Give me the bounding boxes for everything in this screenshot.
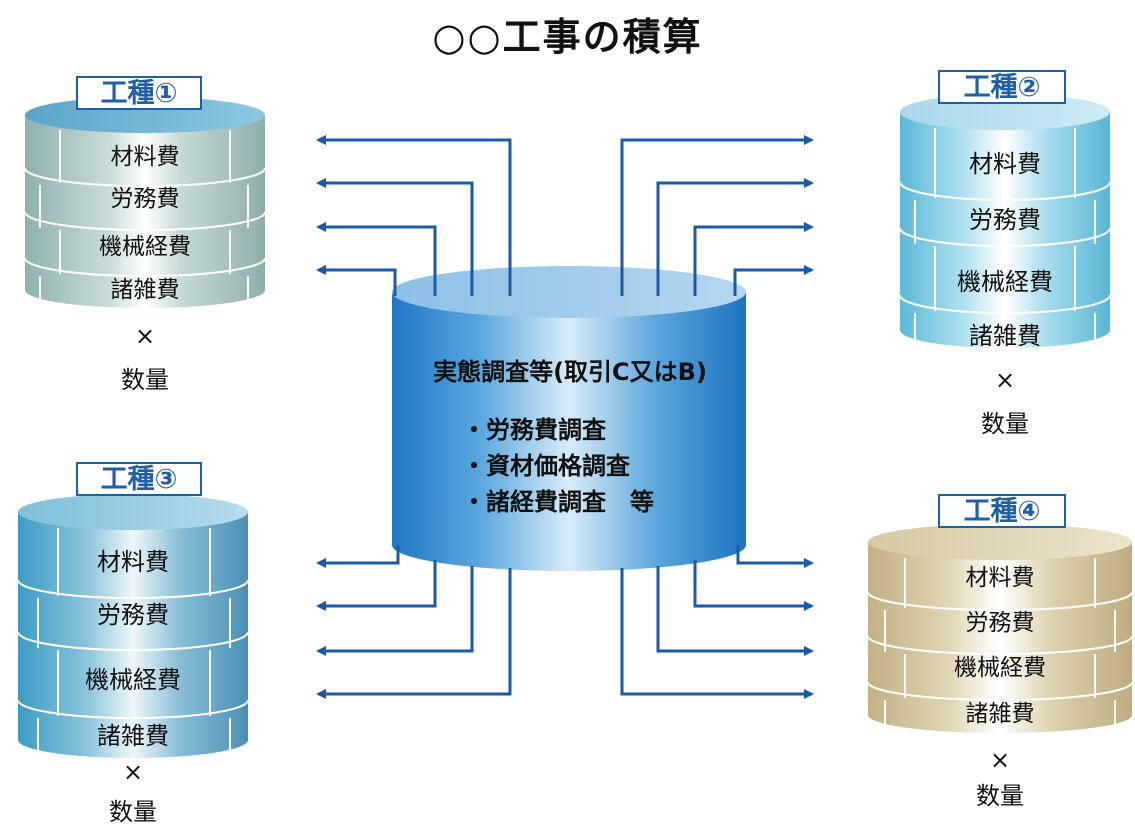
arrow-top-right-3 bbox=[693, 222, 814, 296]
work-type-3-item-labor: 労務費 bbox=[97, 601, 169, 629]
work-type-2-item-machinery: 機械経費 bbox=[957, 268, 1053, 296]
arrows bbox=[316, 135, 814, 699]
work-type-2-item-misc: 諸雑費 bbox=[969, 322, 1041, 350]
arrow-top-right-2 bbox=[656, 178, 814, 296]
arrow-bottom-right-3 bbox=[656, 566, 814, 656]
work-type-4-item-machinery: 機械経費 bbox=[954, 655, 1046, 681]
center-title: 実態調査等(取引C又はB) bbox=[433, 358, 707, 386]
page-title: ○○工事の積算 bbox=[432, 15, 703, 59]
center-bullet-material-price-survey: ・資材価格調査 bbox=[462, 452, 630, 480]
work-type-3-times: × bbox=[122, 758, 144, 786]
arrow-top-left-1 bbox=[316, 135, 512, 296]
work-type-2-quantity: 数量 bbox=[981, 410, 1029, 438]
work-type-1-item-misc: 諸雑費 bbox=[110, 277, 180, 303]
work-type-3-item-material: 材料費 bbox=[97, 548, 169, 576]
work-type-4-item-misc: 諸雑費 bbox=[965, 701, 1035, 727]
work-type-3-tag: 工種③ bbox=[76, 462, 202, 496]
work-type-1-item-material: 材料費 bbox=[110, 144, 180, 170]
work-type-1-item-machinery: 機械経費 bbox=[99, 234, 191, 260]
work-type-1-quantity: 数量 bbox=[121, 366, 169, 394]
arrow-bottom-left-2 bbox=[316, 560, 437, 611]
arrow-bottom-right-4 bbox=[620, 568, 814, 699]
arrow-top-right-4 bbox=[733, 265, 814, 296]
arrow-bottom-left-1 bbox=[316, 545, 400, 568]
arrow-bottom-right-1 bbox=[736, 545, 814, 568]
arrow-top-right-1 bbox=[620, 135, 814, 296]
center-bullet-overhead-survey: ・諸経費調査 等 bbox=[462, 488, 654, 516]
work-type-4-item-labor: 労務費 bbox=[965, 610, 1035, 636]
work-type-4-item-material: 材料費 bbox=[965, 565, 1035, 591]
work-type-4-quantity: 数量 bbox=[976, 782, 1024, 810]
work-type-1-times: × bbox=[134, 322, 156, 350]
arrow-bottom-left-4 bbox=[316, 568, 512, 699]
cylinder-work-type-4 bbox=[867, 524, 1133, 733]
work-type-1-tag: 工種① bbox=[76, 76, 202, 110]
work-type-4-tag: 工種④ bbox=[938, 494, 1066, 528]
arrow-bottom-left-3 bbox=[316, 566, 474, 656]
work-type-2-tag: 工種② bbox=[938, 70, 1066, 104]
work-type-3-quantity: 数量 bbox=[109, 798, 157, 826]
work-type-2-item-labor: 労務費 bbox=[969, 206, 1041, 234]
work-type-1-item-labor: 労務費 bbox=[110, 186, 180, 212]
work-type-2-item-material: 材料費 bbox=[969, 150, 1041, 178]
work-type-4-times: × bbox=[989, 746, 1011, 774]
arrow-top-left-3 bbox=[316, 222, 437, 296]
work-type-2-times: × bbox=[994, 366, 1016, 394]
arrow-top-left-2 bbox=[316, 178, 474, 296]
center-bullet-labor-survey: ・労務費調査 bbox=[462, 416, 606, 444]
arrow-bottom-right-2 bbox=[693, 560, 814, 611]
work-type-3-item-machinery: 機械経費 bbox=[85, 666, 181, 694]
arrow-top-left-4 bbox=[316, 265, 397, 296]
work-type-3-item-misc: 諸雑費 bbox=[97, 722, 169, 750]
cylinder-work-type-3 bbox=[17, 494, 249, 758]
